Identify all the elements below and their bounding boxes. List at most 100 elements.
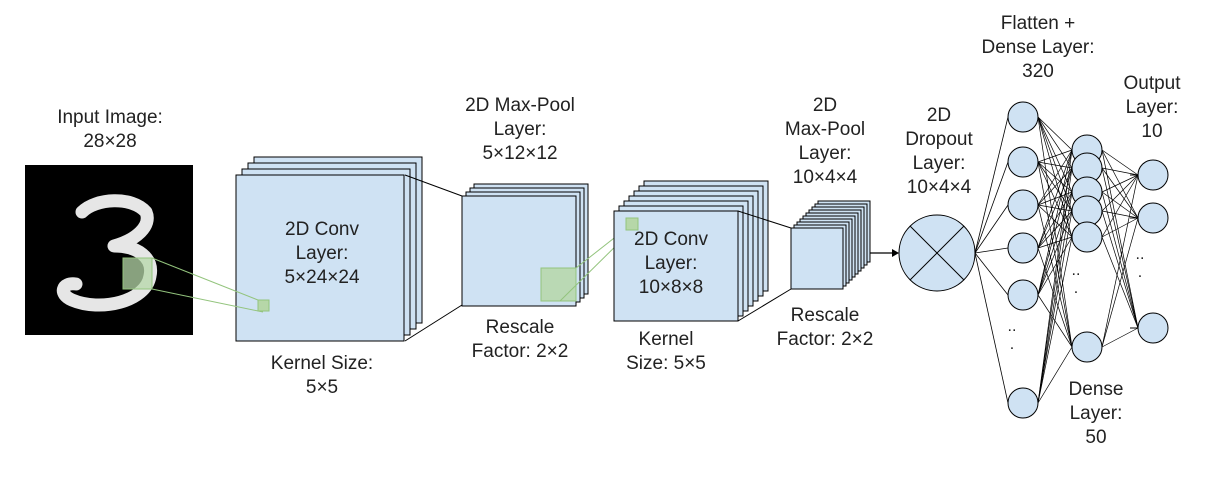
kernel2-label: Kernel Size: 5×5	[606, 328, 726, 376]
dense-output-edge	[1101, 327, 1139, 348]
flatten-dense-edge	[1037, 149, 1073, 206]
output-node	[1137, 312, 1169, 344]
pool1-label: 2D Max-Pool Layer: 5×12×12	[440, 94, 600, 166]
fc-edges	[974, 116, 1139, 404]
pool1-stack	[461, 183, 589, 307]
fc-nodes	[1007, 101, 1169, 419]
conv1-pool1-connector-bottom	[404, 304, 463, 342]
output-label: Output Layer: 10	[1102, 72, 1202, 144]
flatten-dense-edge	[1037, 149, 1073, 404]
pool2-dropout-arrow-head	[892, 249, 899, 257]
flatten-dense-edge	[1037, 236, 1073, 296]
conv1-label: 2D Conv Layer: 5×24×24	[240, 218, 404, 290]
conv2-stack	[613, 180, 769, 322]
kernel1-projection-line-bottom	[151, 288, 264, 313]
dense-output-edge	[1101, 149, 1139, 176]
flatten-ellipsis: .. .	[1000, 318, 1024, 354]
rescale1-label: Rescale Factor: 2×2	[440, 316, 600, 364]
pool2-label-line-2: Max-Pool	[784, 119, 866, 140]
dense-label-line-3: 50	[1085, 427, 1107, 448]
dense-output-edge	[1101, 210, 1139, 219]
flatten-dense-edge	[1037, 116, 1073, 151]
dense-output-edge	[1101, 149, 1139, 219]
dense-ellipsis-line-2: .	[1073, 280, 1079, 297]
conv1-label-line-1: 2D Conv	[285, 219, 359, 240]
flatten-dense-edge	[1037, 167, 1073, 249]
flatten-dense-edge	[1037, 346, 1073, 404]
flatten-dense-edge	[1037, 149, 1073, 249]
conv1-label-line-3: 5×24×24	[284, 267, 360, 288]
pool2-label-line-3: Layer:	[798, 143, 852, 164]
dense-output-edge	[1101, 149, 1139, 329]
flatten-dense-edge	[1037, 191, 1073, 249]
flatten-node	[1007, 279, 1039, 311]
dropout-label: 2D Dropout Layer: 10×4×4	[884, 104, 994, 200]
flatten-label: Flatten + Dense Layer: 320	[968, 12, 1108, 84]
input-image-label-line-2: 28×28	[83, 131, 137, 152]
conv1-kernel-target	[257, 299, 270, 312]
dropout-flatten-edge	[974, 252, 1009, 404]
dropout-label-line-2: Dropout	[905, 129, 973, 150]
pool1-label-line-2: Layer:	[493, 119, 547, 140]
flatten-node	[1007, 189, 1039, 221]
dropout-flatten-edge	[974, 252, 1009, 296]
pool1-label-line-3: 5×12×12	[482, 143, 558, 164]
dense-node	[1071, 221, 1103, 253]
kernel1-projection-line-top	[151, 257, 264, 303]
output-label-line-1: Output	[1123, 73, 1181, 94]
rescale1-label-line-2: Factor: 2×2	[471, 341, 569, 362]
input-image	[25, 165, 193, 335]
dense-output-edge	[1101, 167, 1139, 329]
flatten-dense-edge	[1037, 116, 1073, 193]
output-node	[1137, 159, 1169, 191]
dropout-label-line-4: 10×4×4	[906, 177, 972, 198]
conv2-label-line-3: 10×8×8	[638, 277, 704, 298]
conv2-label-line-1: 2D Conv	[634, 229, 708, 250]
dense-label-line-1: Dense	[1068, 379, 1124, 400]
dropout-flatten-edge	[974, 161, 1009, 254]
dropout-label-line-1: 2D	[926, 105, 952, 126]
dense-output-edge	[1101, 217, 1139, 348]
dense-output-edge	[1101, 174, 1139, 212]
flatten-dense-edge	[1037, 167, 1073, 296]
pool2-label: 2D Max-Pool Layer: 10×4×4	[760, 94, 890, 190]
pool2-stack	[790, 200, 871, 290]
dense-node	[1071, 331, 1103, 363]
pool1-kernel-window	[540, 267, 577, 302]
rescale2-label: Rescale Factor: 2×2	[755, 304, 895, 352]
flatten-dense-edge	[1037, 210, 1073, 404]
pool1-label-line-1: 2D Max-Pool	[465, 95, 575, 116]
output-ellipsis: .. .	[1128, 246, 1152, 282]
kernel2-label-line-1: Kernel	[638, 329, 694, 350]
input-kernel-window	[122, 257, 153, 290]
kernel2-label-line-2: Size: 5×5	[626, 353, 706, 374]
flatten-dense-edge	[1037, 167, 1073, 404]
input-image-label: Input Image: 28×28	[20, 106, 200, 154]
pool2-label-line-4: 10×4×4	[792, 167, 858, 188]
flatten-dense-edge	[1037, 191, 1073, 404]
kernel1-label-line-2: 5×5	[305, 377, 339, 398]
rescale1-label-line-1: Rescale	[485, 317, 555, 338]
pool2-stack-sheet	[790, 227, 844, 290]
rescale2-label-line-1: Rescale	[790, 305, 860, 326]
dropout-node	[898, 214, 976, 292]
output-ellipsis-line-1: ..	[1135, 246, 1145, 263]
dense-output-edge	[1101, 191, 1139, 219]
dropout-cross-line-2	[909, 225, 965, 281]
flatten-dense-edge	[1037, 210, 1073, 249]
dense-ellipsis-line-1: ..	[1071, 262, 1081, 279]
flatten-node	[1007, 232, 1039, 264]
dropout-flatten-edge	[974, 116, 1009, 254]
dropout-flatten-edge	[974, 247, 1009, 254]
conv2-pool2-connector-top	[737, 210, 792, 229]
kernel1-label-line-1: Kernel Size:	[270, 353, 374, 374]
conv1-label-line-2: Layer:	[295, 243, 349, 264]
conv2-kernel-target	[625, 217, 639, 231]
flatten-node	[1007, 146, 1039, 178]
rescale2-label-line-2: Factor: 2×2	[776, 329, 874, 350]
flatten-label-line-2: Dense Layer:	[981, 37, 1095, 58]
flatten-label-line-1: Flatten +	[1000, 13, 1076, 34]
flatten-ellipsis-line-2: .	[1009, 336, 1015, 353]
dropout-flatten-edge	[974, 204, 1009, 254]
